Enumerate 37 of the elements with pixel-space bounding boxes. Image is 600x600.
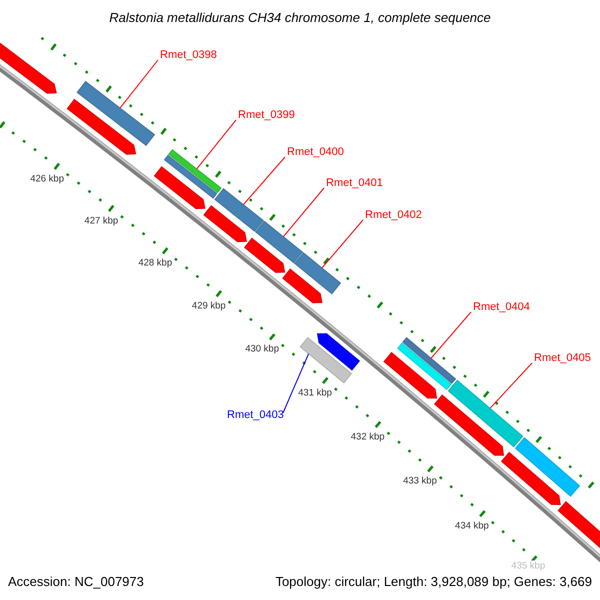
tick-label: 429 kbp — [190, 300, 227, 312]
title: Ralstonia metallidurans CH34 chromosome 1, complete sequence — [108, 10, 492, 26]
leader-line — [196, 120, 236, 170]
leader-line — [322, 220, 364, 268]
tick-label: 435 kbp — [510, 560, 546, 572]
gene-bar — [214, 188, 264, 232]
gene-label: Rmet_0398 — [160, 49, 217, 62]
tick-label: 432 kbp — [350, 431, 386, 442]
tick-label: 430 kbp — [244, 344, 280, 355]
gene-label: Rmet_0401 — [326, 177, 383, 190]
tick-label: 433 kbp — [402, 476, 438, 487]
gene-bar — [300, 337, 352, 384]
leader-line — [120, 60, 158, 108]
tick-label: 426 kbp — [29, 174, 65, 185]
tick-label: 427 kbp — [83, 216, 120, 226]
gene-bar — [255, 220, 304, 264]
leader-line — [242, 156, 286, 205]
gene-label: Rmet_0403 — [227, 409, 284, 422]
gene-label: Rmet_0405 — [534, 352, 591, 365]
footer-text: Accession: NC_007973 — [8, 574, 144, 590]
gene-label: Rmet_0404 — [473, 301, 530, 314]
gene-label: Rmet_0400 — [287, 146, 344, 159]
tick-label: 431 kbp — [297, 387, 333, 398]
tick-label: 428 kbp — [137, 258, 174, 269]
leader-line — [282, 188, 324, 238]
gene-label: Rmet_0402 — [365, 209, 422, 222]
gene-bar — [448, 380, 524, 448]
gene-bar — [402, 337, 456, 384]
footer-text: Topology: circular; Length: 3,928,089 bp; Genes: 3,669 — [275, 574, 592, 590]
tick-label: 434 kbp — [454, 520, 490, 532]
gene-bar — [294, 252, 342, 294]
leader-line — [490, 362, 532, 409]
gene-bar — [168, 149, 222, 194]
gene-label: Rmet_0399 — [238, 109, 295, 122]
leader-line — [430, 312, 472, 359]
leader-line — [282, 353, 310, 414]
gene-bar — [76, 80, 156, 146]
